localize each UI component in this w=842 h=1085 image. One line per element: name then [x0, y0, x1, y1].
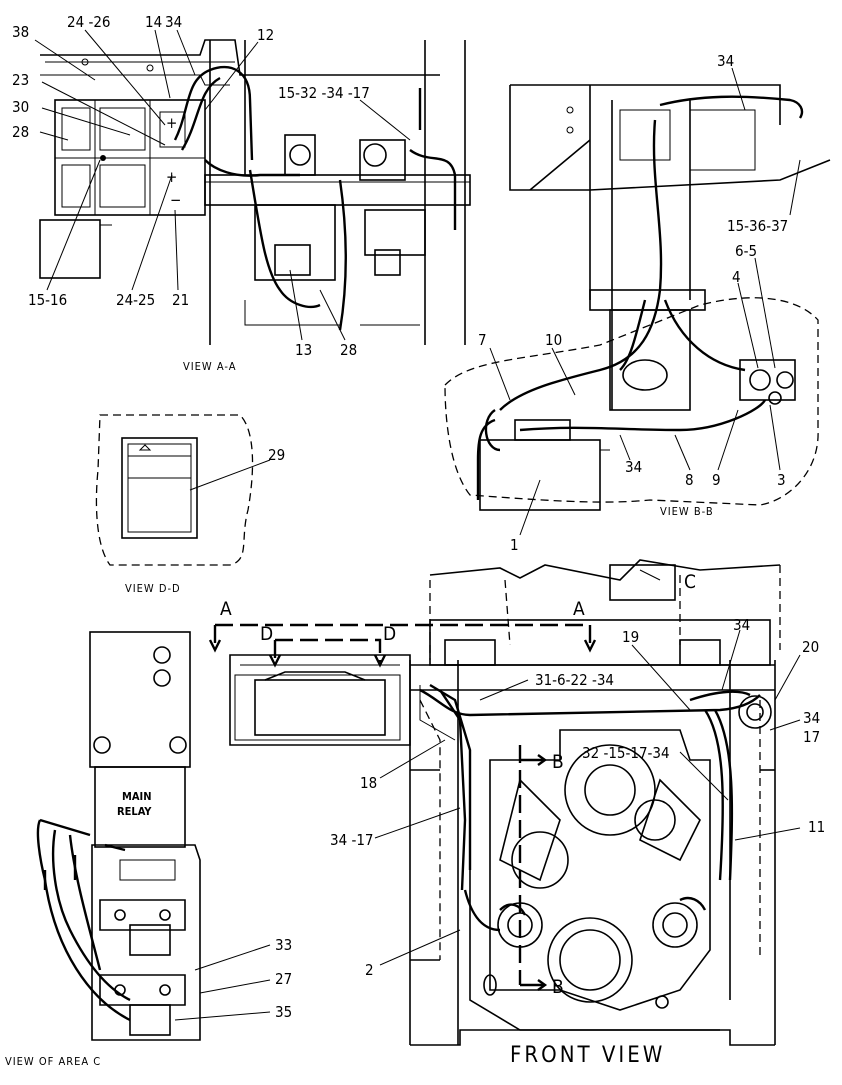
callout-31-6-22-34: 31-6-22 -34	[535, 671, 614, 689]
callout-35: 35	[275, 1003, 292, 1021]
callout-1: 1	[510, 536, 519, 554]
callout-15-16: 15-16	[28, 291, 67, 309]
callout-34-fv: 34	[733, 616, 750, 634]
callout-30: 30	[12, 98, 29, 116]
callout-29: 29	[268, 446, 285, 464]
section-a-right: A	[573, 598, 585, 620]
callout-20: 20	[802, 638, 819, 656]
view-bb	[444, 67, 831, 536]
view-dd	[95, 414, 271, 566]
callout-11: 11	[808, 818, 825, 836]
section-b-top: B	[552, 751, 564, 773]
callout-3: 3	[777, 471, 786, 489]
section-b-bottom: B	[552, 976, 564, 998]
callout-24-25: 24-25	[116, 291, 155, 309]
view-aa: + + −	[34, 29, 471, 345]
callout-7: 7	[478, 331, 487, 349]
callout-34-right: 34	[803, 709, 820, 727]
callout-34-bb: 34	[717, 52, 734, 70]
main-relay-label-line2: RELAY	[117, 805, 152, 818]
callout-19: 19	[622, 628, 639, 646]
view-dd-title: VIEW D-D	[125, 582, 181, 595]
view-bb-title: VIEW B-B	[660, 505, 714, 518]
callout-9: 9	[712, 471, 721, 489]
callout-8: 8	[685, 471, 694, 489]
callout-28-bottom: 28	[340, 341, 357, 359]
front-view-title: FRONT VIEW	[510, 1043, 665, 1068]
main-relay-label-line1: MAIN	[122, 790, 151, 803]
callout-15-32-34-17: 15-32 -34 -17	[278, 84, 370, 102]
callout-14: 14	[145, 13, 162, 31]
callout-34-17-left: 34 -17	[330, 831, 374, 849]
view-area-c-title: VIEW OF AREA C	[5, 1055, 101, 1068]
callout-15-36-37: 15-36-37	[727, 217, 788, 235]
callout-21: 21	[172, 291, 189, 309]
callout-28-top: 28	[12, 123, 29, 141]
callout-24-26: 24 -26	[67, 13, 111, 31]
callout-33: 33	[275, 936, 292, 954]
callout-2: 2	[365, 961, 374, 979]
callout-4: 4	[732, 268, 741, 286]
view-area-c	[36, 631, 271, 1041]
callout-34-bb2: 34	[625, 458, 642, 476]
callout-6-5: 6-5	[735, 242, 757, 260]
view-aa-title: VIEW A-A	[183, 360, 237, 373]
callout-10: 10	[545, 331, 562, 349]
svg-text:+: +	[166, 114, 177, 132]
callout-34-aa: 34	[165, 13, 182, 31]
callout-32-15-17-34: 32 -15-17-34	[582, 744, 670, 762]
callout-13: 13	[295, 341, 312, 359]
section-d-left: D	[260, 623, 273, 645]
front-view	[208, 559, 801, 1046]
area-c-letter: C	[684, 571, 696, 593]
svg-text:−: −	[170, 191, 181, 209]
callout-27: 27	[275, 970, 292, 988]
callout-38: 38	[12, 23, 29, 41]
callout-17-right: 17	[803, 728, 820, 746]
callout-12: 12	[257, 26, 274, 44]
section-d-right: D	[383, 623, 396, 645]
section-a-left: A	[220, 598, 232, 620]
callout-18: 18	[360, 774, 377, 792]
callout-23: 23	[12, 71, 29, 89]
